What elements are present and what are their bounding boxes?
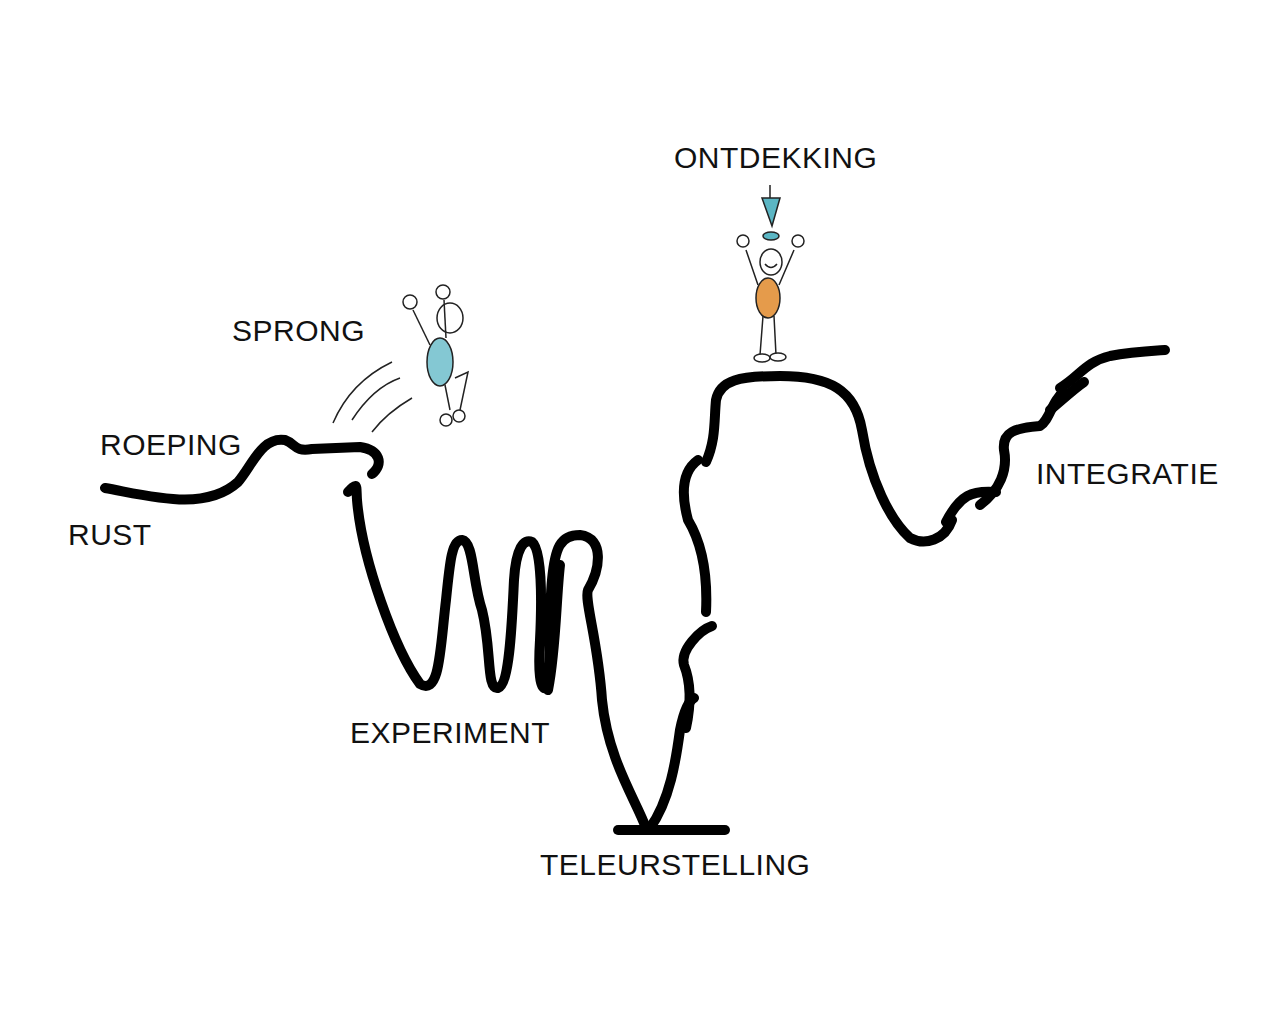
stage-label: EXPERIMENT bbox=[350, 718, 550, 748]
stage-label: TELEURSTELLING bbox=[540, 850, 810, 880]
stage-label: RUST bbox=[68, 520, 152, 550]
stage-label: ROEPING bbox=[100, 430, 242, 460]
stage-label: SPRONG bbox=[232, 316, 365, 346]
stage-label: INTEGRATIE bbox=[1036, 459, 1219, 489]
stage-label: ONTDEKKING bbox=[674, 143, 877, 173]
